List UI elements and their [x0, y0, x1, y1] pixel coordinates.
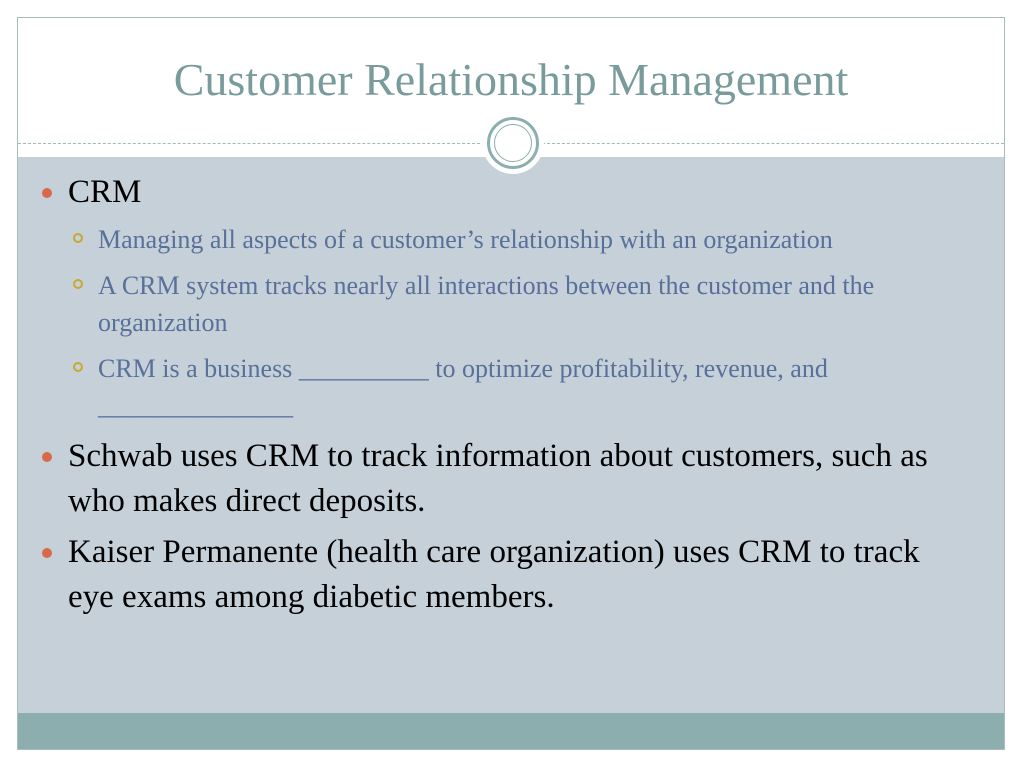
sub-bullet-item: Managing all aspects of a customer’s rel…: [36, 221, 966, 258]
bullet-dot-icon: [42, 452, 52, 462]
sub-bullet-text: A CRM system tracks nearly all interacti…: [98, 271, 875, 337]
bullet-item: CRM: [36, 170, 966, 215]
sub-bullet-circle-icon: [73, 279, 83, 289]
bullet-item: Kaiser Permanente (health care organizat…: [36, 530, 966, 620]
circle-ornament-inner: [494, 124, 532, 162]
bullet-item: Schwab uses CRM to track information abo…: [36, 434, 966, 524]
sub-bullet-text: Managing all aspects of a customer’s rel…: [98, 225, 833, 254]
bullet-dot-icon: [42, 188, 52, 198]
sub-bullet-item: A CRM system tracks nearly all interacti…: [36, 267, 966, 341]
content-area: [18, 157, 1004, 714]
footer-bar: [18, 713, 1004, 749]
sub-bullet-list: Managing all aspects of a customer’s rel…: [36, 221, 966, 424]
bullet-list: CRM Managing all aspects of a customer’s…: [36, 170, 966, 626]
sub-bullet-text: CRM is a business __________ to optimize…: [98, 354, 828, 420]
bullet-text: Schwab uses CRM to track information abo…: [68, 438, 928, 519]
bullet-text: CRM: [68, 174, 142, 210]
sub-bullet-circle-icon: [73, 362, 83, 372]
slide-title: Customer Relationship Management: [173, 54, 849, 105]
bullet-text: Kaiser Permanente (health care organizat…: [68, 534, 920, 615]
slide: Customer Relationship Management CRM Man…: [17, 17, 1005, 750]
sub-bullet-item: CRM is a business __________ to optimize…: [36, 350, 966, 424]
bullet-dot-icon: [42, 548, 52, 558]
sub-bullet-circle-icon: [73, 233, 83, 243]
